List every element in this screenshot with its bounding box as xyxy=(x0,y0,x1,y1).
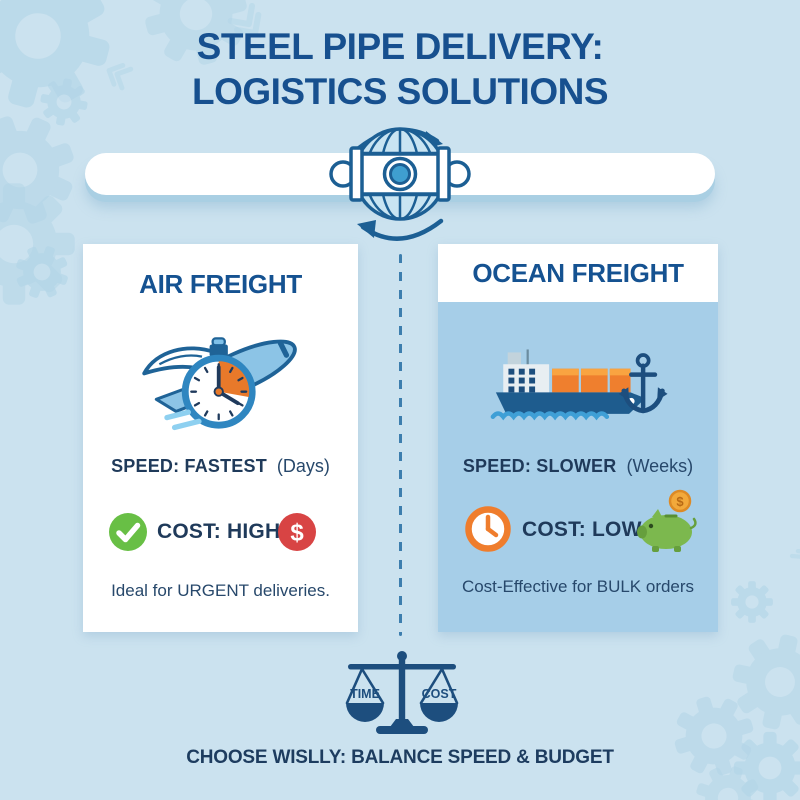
footer-caption: CHOOSE WISLLY: BALANCE SPEED & BUDGET xyxy=(186,747,614,768)
dollar-symbol: $ xyxy=(290,520,304,547)
balance-scale-icon: TIME COST xyxy=(345,651,459,734)
air-freight-title: AIR FREIGHT xyxy=(139,269,302,299)
air-speed-note: (Days) xyxy=(276,456,330,476)
page-title-line1: STEEL PIPE DELIVERY: xyxy=(196,26,604,67)
coin-dollar-symbol: $ xyxy=(676,494,684,509)
page-title: STEEL PIPE DELIVERY: LOGISTICS SOLUTIONS xyxy=(0,24,800,114)
cargo-ship-anchor-icon xyxy=(490,349,668,421)
ocean-cost-label: COST: LOW xyxy=(522,518,642,541)
ocean-freight-header xyxy=(438,244,718,302)
winged-stopwatch-plane-icon xyxy=(141,337,297,431)
ocean-speed-text: SPEED: SLOWER (Weeks) xyxy=(438,456,718,477)
card-divider-dashed-line xyxy=(399,254,402,636)
scale-time-label: TIME xyxy=(350,687,380,701)
clock-circle-icon xyxy=(465,506,511,552)
ocean-freight-title: OCEAN FREIGHT xyxy=(472,258,684,288)
ocean-freight-card: OCEAN FREIGHT xyxy=(438,244,718,632)
page-title-line2: LOGISTICS SOLUTIONS xyxy=(191,71,609,112)
air-cost-label: COST: HIGH xyxy=(157,520,281,543)
chevron-watermark-icon xyxy=(792,545,800,570)
air-speed-text: SPEED: FASTEST (Days) xyxy=(83,456,358,477)
dollar-circle-icon: $ xyxy=(278,513,316,551)
ocean-speed-note: (Weeks) xyxy=(626,456,694,476)
ocean-note: Cost-Effective for BULK orders xyxy=(461,577,695,596)
gear-watermark-icon xyxy=(731,581,773,623)
check-circle-icon xyxy=(109,513,147,551)
air-note: Ideal for URGENT deliveries. xyxy=(111,581,330,600)
air-freight-card: AIR FREIGHT xyxy=(83,244,358,632)
globe-pipe-icon xyxy=(329,127,471,241)
scale-cost-label: COST xyxy=(422,687,457,701)
air-speed-label: SPEED: FASTEST xyxy=(111,456,267,476)
ocean-speed-label: SPEED: SLOWER xyxy=(462,456,617,476)
piggy-bank-coin-icon: $ xyxy=(637,489,697,552)
